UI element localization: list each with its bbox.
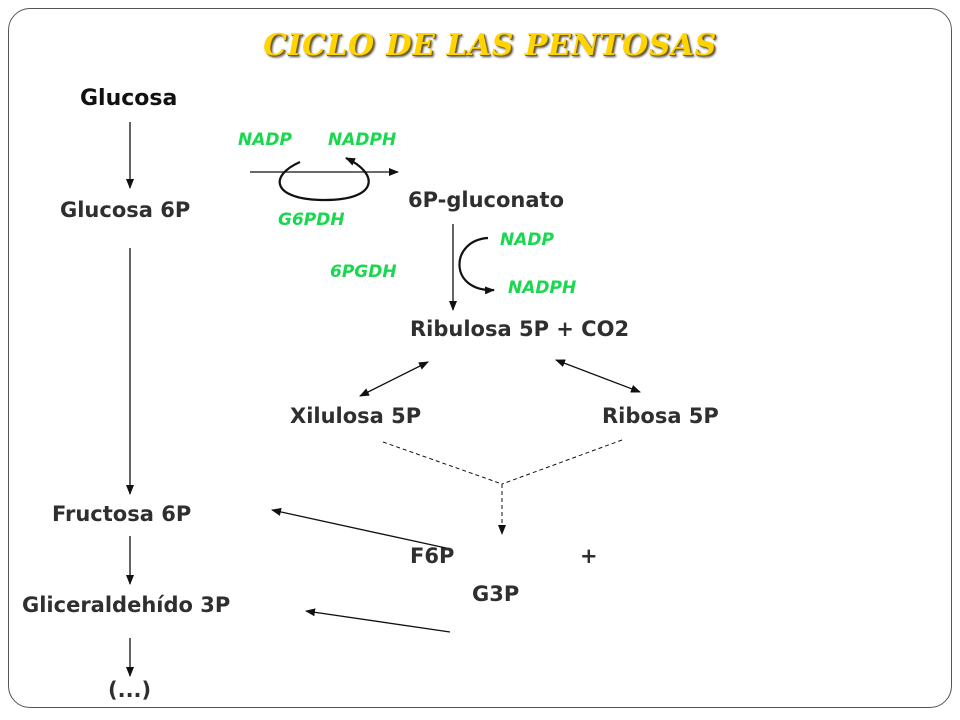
dashed-xilulosa-merge	[382, 441, 503, 485]
node-ribosa-5p: Ribosa 5P	[602, 404, 719, 428]
cofactor-nadph-1: NADPH	[328, 130, 397, 150]
cofactor-nadp-1: NADP	[238, 130, 292, 150]
node-xilulosa-5p: Xilulosa 5P	[290, 404, 422, 428]
node-6p-gluconato: 6P-gluconato	[408, 188, 564, 212]
cofactor-cycle-6pgdh	[458, 236, 495, 295]
arrow-ribulosa-xilulosa	[359, 361, 429, 397]
arrow-f6p-to-fructosa6p	[271, 508, 447, 549]
node-gliceraldehido-3p: Gliceraldehído 3P	[22, 593, 231, 617]
dashed-ribosa-merge	[501, 439, 623, 485]
node-ellipsis: (...)	[108, 678, 152, 702]
diagram-title: CICLO DE LAS PENTOSAS	[263, 28, 717, 63]
cofactor-nadp-2: NADP	[500, 230, 554, 250]
node-ribulosa-5p: Ribulosa 5P + CO2	[410, 317, 630, 341]
node-glucosa: Glucosa	[80, 86, 178, 111]
enzyme-g6pdh: G6PDH	[278, 210, 345, 230]
node-g3p: G3P	[472, 582, 520, 606]
node-f6p: F6P	[410, 544, 455, 568]
cofactor-cycle-g6pdh	[278, 157, 370, 202]
arrow-g3p-to-gliceraldehido	[305, 608, 451, 633]
slide-frame	[8, 8, 952, 708]
arrow-ribulosa-ribosa	[555, 359, 641, 393]
plus-sign: +	[580, 544, 598, 568]
enzyme-6pgdh: 6PGDH	[330, 262, 397, 282]
cofactor-nadph-2: NADPH	[508, 278, 577, 298]
node-glucosa-6p: Glucosa 6P	[60, 198, 191, 222]
node-fructosa-6p: Fructosa 6P	[52, 502, 192, 526]
